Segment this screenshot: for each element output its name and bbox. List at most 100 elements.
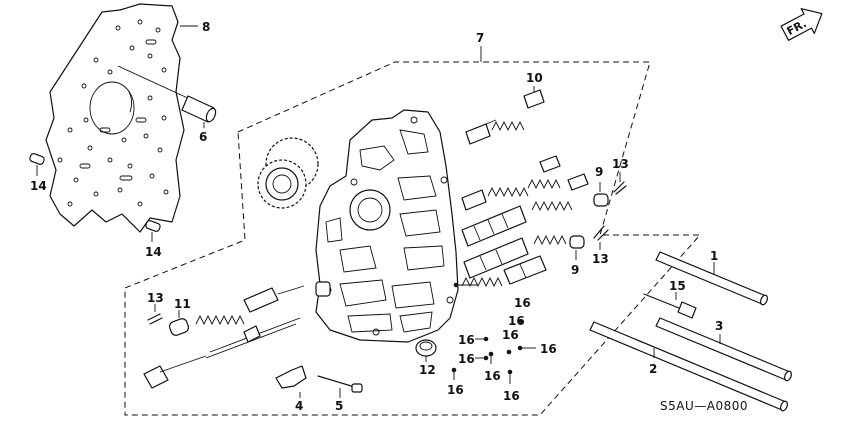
- front-direction-indicator: FR.: [780, 8, 823, 41]
- left-valve-stem: [277, 285, 305, 295]
- dowel-pin-14-bottom: 14: [145, 220, 162, 259]
- retaining-clip-upper: [539, 155, 561, 173]
- part-16-set: 16 16 16 16 16 16 16 16 16: [447, 282, 557, 403]
- part-13-right-body: [593, 225, 609, 241]
- part-15-bolt-shaft: [643, 293, 685, 311]
- retaining-clip-lower: [567, 173, 589, 191]
- callout-16-i: 16: [508, 314, 525, 328]
- part-13-right: 13: [592, 225, 609, 266]
- left-return-spring: [195, 314, 245, 326]
- separator-plate-holes: [57, 19, 169, 207]
- part-16-c-ball: [506, 349, 512, 355]
- callout-16-g: 16: [447, 383, 464, 397]
- separator-plate-slot: [127, 89, 133, 113]
- callout-4: 4: [295, 399, 303, 413]
- separator-plate-large-opening: [89, 81, 135, 135]
- main-valve-body-outline: [315, 109, 459, 343]
- valve-spool-row5-land: [519, 263, 527, 279]
- callout-9-upper: 9: [595, 165, 603, 179]
- main-valve-body-port-fitting: [315, 281, 331, 297]
- part-16-i-ball: [453, 282, 459, 288]
- part-9-lower-body: [569, 235, 585, 249]
- part-1-rod: 1: [655, 249, 768, 306]
- part-16-e-ball: [483, 355, 489, 361]
- callout-11: 11: [174, 297, 191, 311]
- callout-13-left: 13: [147, 291, 164, 305]
- part-13-upper: 13: [612, 157, 629, 195]
- valve-spool-row5: [503, 255, 547, 285]
- part-13-left-body: [147, 313, 163, 325]
- callout-3: 3: [715, 319, 723, 333]
- linkage-end-block: [143, 365, 169, 389]
- dowel-pin-14-bottom-body: [145, 220, 161, 232]
- part-13-upper-body: [613, 181, 627, 195]
- part-16-b-ball: [483, 336, 489, 342]
- part-15-bolt-head: [677, 301, 697, 319]
- valve-spool-row2-a: [461, 189, 487, 211]
- callout-7: 7: [476, 31, 484, 45]
- part-9-upper: 9: [593, 165, 609, 207]
- callout-16-e: 16: [458, 352, 475, 366]
- idler-gear-bore: [272, 174, 292, 194]
- part-4-bracket: 4: [275, 365, 307, 413]
- left-springs-and-linkage: [143, 285, 305, 389]
- part-11-spool: 11: [168, 297, 191, 336]
- valve-spool-row4: [463, 237, 529, 279]
- main-valve-body-bore-outer: [349, 189, 391, 231]
- part-2-rod-end: [780, 400, 788, 412]
- part-16-a-ball: [517, 319, 523, 325]
- valve-spring-upper: [491, 120, 525, 132]
- part-5-pin-shaft: [317, 375, 359, 389]
- part-16-g-ball: [451, 367, 457, 373]
- main-valve-body-fluid-passages: [325, 129, 445, 333]
- part-16-f-ball: [488, 351, 494, 357]
- valve-spring-row2-b: [527, 178, 561, 190]
- part-3-rod: 3: [655, 317, 792, 382]
- callout-16-b: 16: [458, 333, 475, 347]
- valve-spring-row3: [531, 200, 573, 212]
- part-5-pin-head: [351, 383, 363, 393]
- callout-14-bottom: 14: [145, 245, 162, 259]
- callout-16-c: 16: [502, 328, 519, 342]
- part-9-upper-body: [593, 193, 609, 207]
- part-10-plate-body: [523, 89, 545, 109]
- valve-spools-and-springs: [461, 119, 573, 288]
- callout-1: 1: [710, 249, 718, 263]
- retaining-clips: [539, 155, 589, 191]
- callout-13-right: 13: [592, 252, 609, 266]
- valve-spool-upper: [465, 123, 491, 145]
- callout-2: 2: [649, 362, 657, 376]
- callout-14-left: 14: [30, 179, 47, 193]
- part-9-lower: 9: [569, 235, 585, 277]
- part-16-d-ball: [517, 345, 523, 351]
- separator-plate-body: [45, 3, 185, 233]
- valve-spool-row3-lands: [473, 213, 509, 241]
- callout-10: 10: [526, 71, 543, 85]
- callout-13-upper: 13: [612, 157, 629, 171]
- callout-12: 12: [419, 363, 436, 377]
- main-valve-body: [315, 109, 459, 343]
- callout-5: 5: [335, 399, 343, 413]
- dowel-pin-14-left: 14: [29, 153, 47, 193]
- assembly-boundary-outline: [124, 61, 702, 416]
- linkage-arm: [159, 355, 207, 373]
- part-10-plate: 10: [523, 71, 545, 109]
- part-11-spool-body: [168, 318, 190, 336]
- callout-16-d: 16: [540, 342, 557, 356]
- separator-plate-slots: [79, 39, 157, 181]
- part-16-h-ball: [507, 369, 513, 375]
- callout-16-a: 16: [514, 296, 531, 310]
- left-valve-sleeve: [243, 287, 279, 313]
- part-3-rod-end: [784, 370, 792, 382]
- linkage-joint: [243, 325, 261, 343]
- part-2-rod: 2: [589, 321, 788, 412]
- dowel-pin-14-left-body: [29, 153, 45, 165]
- idler-gear: [257, 137, 319, 209]
- diagram-reference-code: S5AU—A0800: [660, 399, 748, 413]
- idler-gear-hub: [265, 167, 299, 201]
- callout-8: 8: [202, 20, 210, 34]
- part-5-pin: 5: [317, 375, 363, 413]
- callout-15: 15: [669, 279, 686, 293]
- part-4-bracket-body: [275, 365, 307, 389]
